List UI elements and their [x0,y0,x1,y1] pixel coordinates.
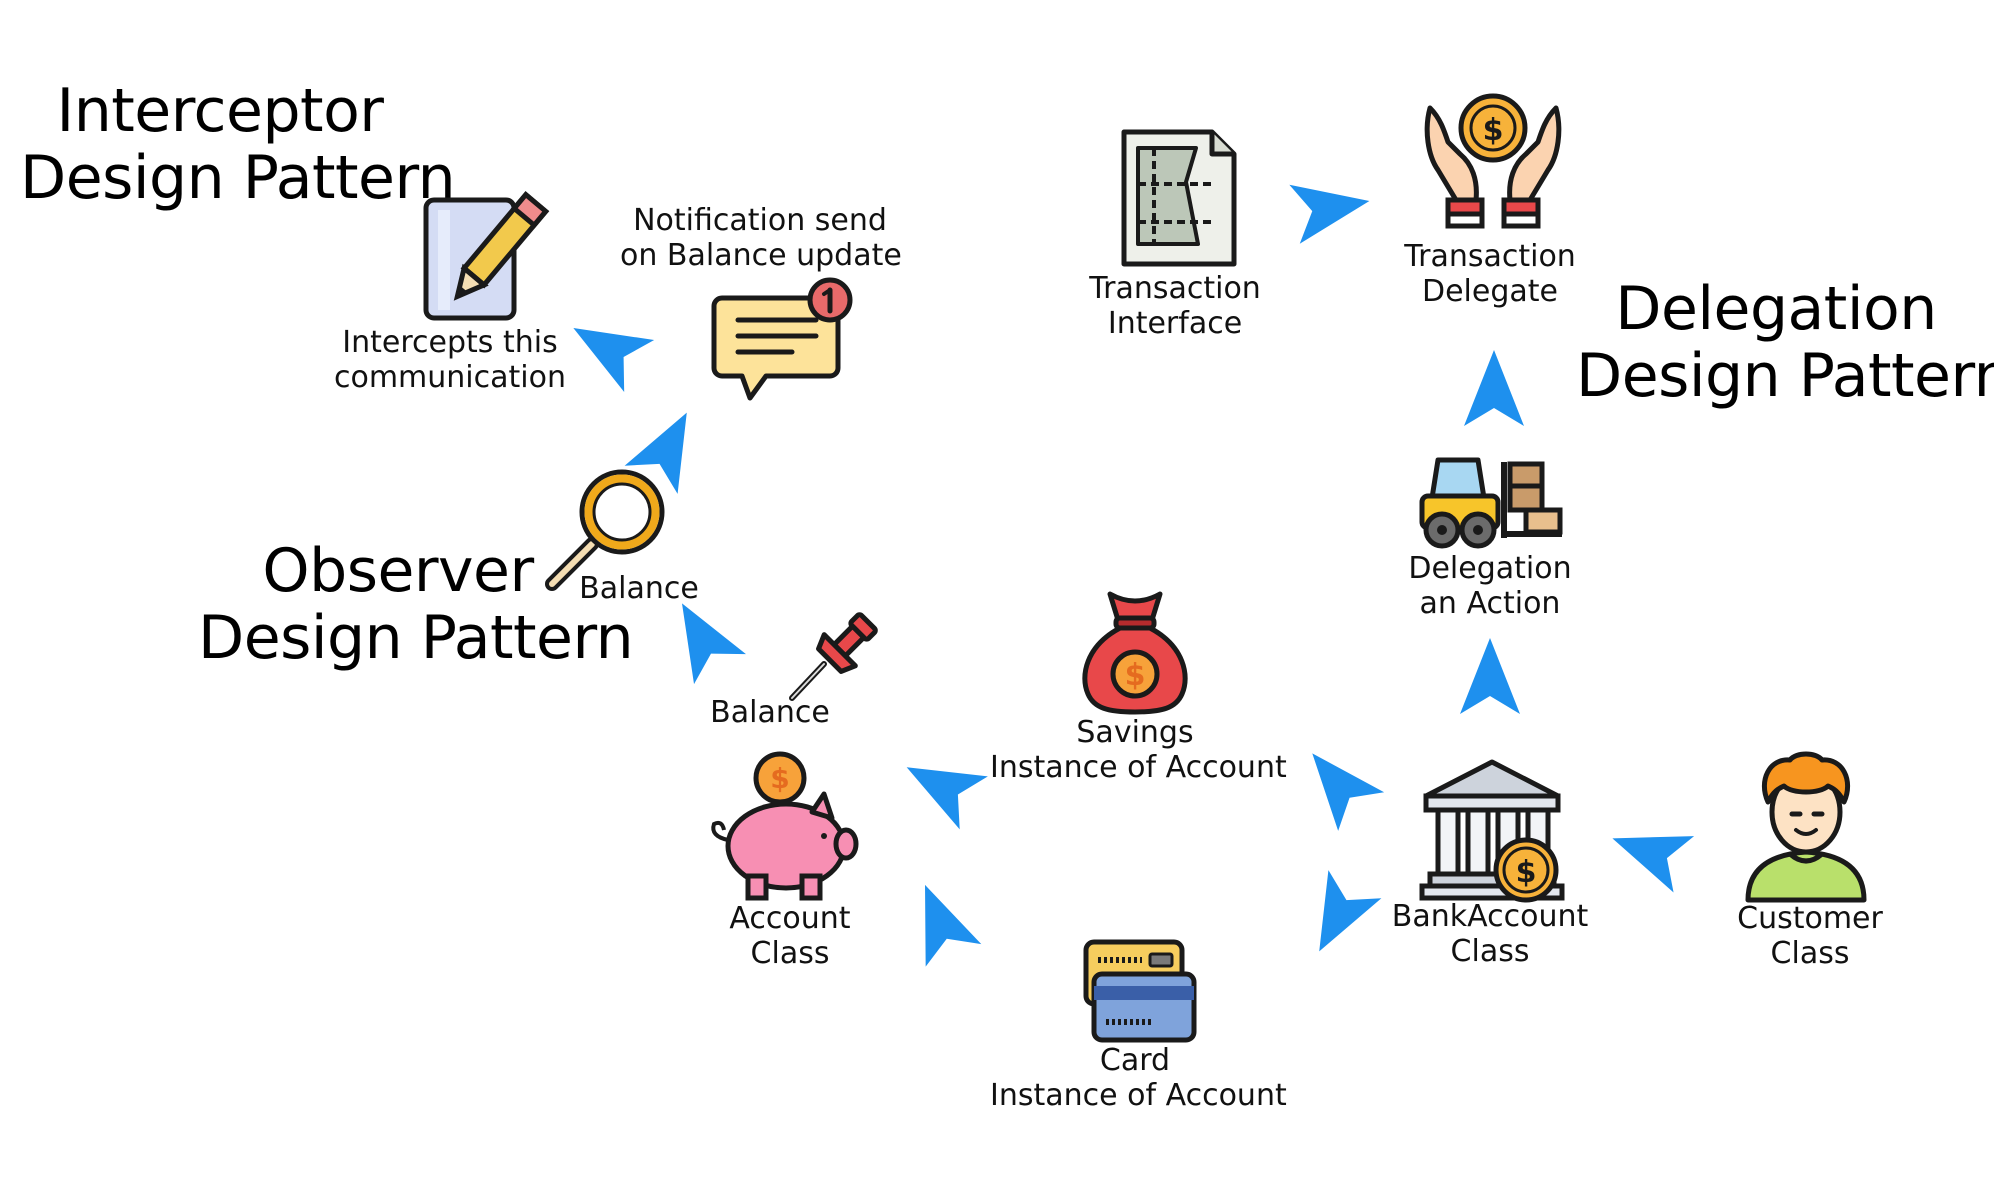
arrow-to-notification [624,412,687,494]
label-intercepts: Intercepts this communication [333,325,566,395]
title-interceptor: Interceptor Design Pattern [20,76,456,214]
bank-building-icon: $ [1419,759,1565,903]
label-bankaccount-class: BankAccount Class [1391,899,1589,969]
arrow-bank-to-card [1319,870,1382,952]
label-balance-magnifier: Balance [579,571,699,606]
label-notification: Notification send on Balance update [620,203,902,273]
arrow-to-magnifier [682,603,746,685]
label-customer-class: Customer Class [1737,901,1883,971]
label-transaction-delegate: Transaction Delegate [1404,239,1576,309]
document-icon [1121,129,1237,267]
push-pin-icon [789,612,878,701]
label-card: Card Instance of Account [990,1043,1287,1113]
arrow-to-notepad [573,328,655,392]
svg-text:$: $ [1125,658,1146,693]
svg-text:$: $ [770,762,789,795]
label-savings: Savings Instance of Account [990,715,1287,785]
arrow-interface-to-delegate [1289,184,1370,244]
svg-text:$: $ [1483,113,1504,148]
label-balance-pin: Balance [710,695,830,730]
arrow-card-to-account [925,884,982,967]
notepad-pencil-icon [423,191,550,321]
credit-card-icon [1083,939,1197,1043]
label-transaction-interface: Transaction Interface [1089,271,1261,341]
piggy-bank-icon: $ [711,751,859,901]
svg-text:$: $ [1516,855,1537,890]
magnifying-glass-icon [545,469,665,591]
label-account-class: Account Class [729,901,851,971]
arrow-bank-to-delegation [1460,638,1520,714]
arrow-customer-to-bank [1612,836,1695,893]
label-delegation-action: Delegation an Action [1408,551,1572,621]
arrow-bank-to-savings [1312,753,1385,831]
title-observer: Observer Design Pattern [198,536,634,674]
customer-avatar-icon [1745,751,1867,903]
title-delegation: Delegation Design Pattern [1576,274,1994,412]
forklift-icon [1419,457,1563,549]
hands-coin-icon: $ [1424,93,1562,229]
chat-notification-icon [711,277,853,401]
arrow-savings-to-account [906,767,988,830]
arrow-delegation-to-delegate [1464,350,1524,426]
money-bag-icon: $ [1082,591,1188,715]
